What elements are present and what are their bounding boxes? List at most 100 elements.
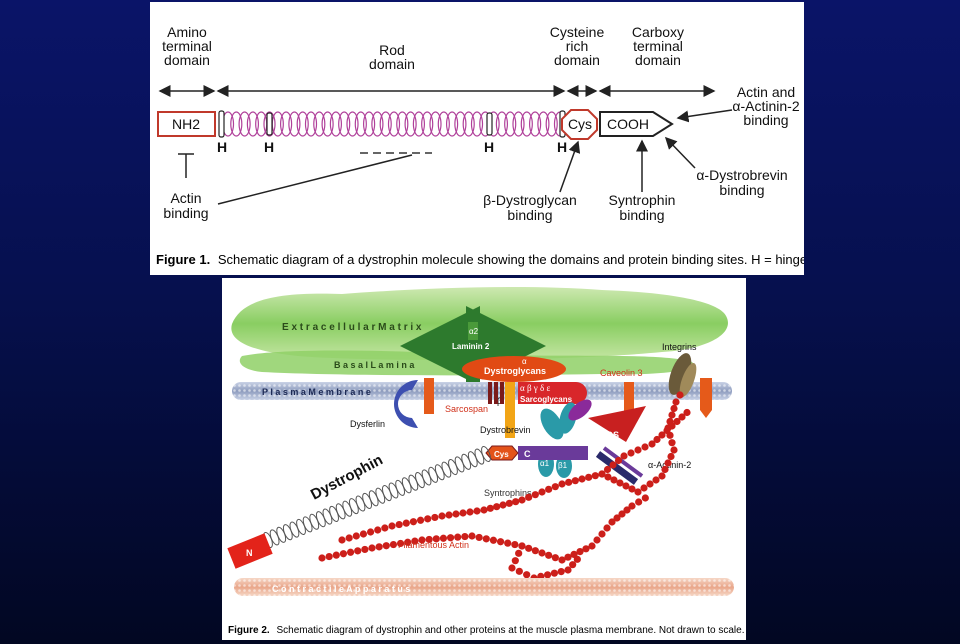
svg-text:Dysferlin: Dysferlin	[350, 419, 385, 429]
actin-bead	[325, 552, 333, 561]
actin-bead	[445, 511, 453, 519]
nh2-box: NH2	[157, 111, 216, 137]
svg-text:P l a s m a M e m b r a n e: P l a s m a M e m b r a n e	[262, 387, 371, 397]
actin-bead	[550, 569, 558, 577]
actin-bead	[354, 547, 362, 555]
dystroglycan-binding-arrow	[559, 140, 581, 193]
actin-bead	[496, 538, 505, 546]
actin-bead	[346, 548, 355, 556]
actin-bead	[557, 568, 565, 576]
actin-bead	[610, 476, 618, 484]
actin-bead	[683, 408, 691, 417]
rod-coil-loop	[288, 111, 301, 137]
figure-1-diagram: Amino terminal domain Rod domain Cystein…	[156, 24, 804, 267]
actin-bead	[452, 510, 460, 518]
svg-text:α-Dystrobrevin: α-Dystrobrevin	[696, 167, 787, 183]
actin-bead	[585, 473, 593, 481]
svg-text:domain: domain	[554, 52, 600, 68]
svg-text:domain: domain	[635, 52, 681, 68]
actin-bead	[582, 545, 590, 553]
actin-bead	[508, 564, 516, 572]
actin-bead	[518, 542, 526, 550]
svg-text:H: H	[557, 139, 567, 155]
actin-bead	[658, 431, 666, 439]
syntrophin-cluster: α1 β1 Syntrophins	[484, 399, 592, 498]
rod-coil-loop	[387, 111, 401, 137]
actin-bead	[551, 483, 559, 491]
dystrophin-c-terminal: C Cys	[485, 445, 588, 461]
actin-bead	[505, 499, 513, 507]
actin-bead	[431, 513, 439, 522]
nnos: nNOS	[588, 406, 646, 442]
rod-coil-loop	[429, 111, 442, 137]
actin-bead	[635, 498, 643, 506]
svg-text:H: H	[484, 139, 494, 155]
svg-text:terminal: terminal	[162, 38, 212, 54]
actin-bead	[523, 571, 531, 579]
rod-coil-loop	[296, 111, 309, 137]
cooh-box: COOH	[599, 111, 674, 137]
rod-coil-loop	[446, 111, 459, 137]
svg-text:nNOS: nNOS	[594, 430, 619, 440]
rod-coil-loop	[280, 111, 293, 137]
actin-bead	[608, 518, 616, 526]
svg-text:Sarcoglycans: Sarcoglycans	[520, 395, 573, 404]
actin-bead	[531, 547, 539, 555]
actin-bead	[461, 532, 469, 541]
alpha-dystroglycan: α Dystroglycans	[462, 356, 566, 382]
actinin-binding-arrow	[676, 109, 733, 123]
actin-bead	[652, 476, 660, 484]
cysteine-domain-heading: Cysteine rich domain	[550, 24, 605, 68]
dysferlin: Dysferlin	[350, 380, 418, 429]
figure-2-panel: E x t r a c e l l u l a r M a t r i x B …	[222, 278, 746, 640]
svg-text:H: H	[217, 139, 227, 155]
actin-bead	[576, 548, 584, 556]
rod-coil-loop	[529, 111, 542, 137]
actin-bead	[432, 535, 440, 543]
actin-bead	[409, 518, 418, 526]
actin-bead	[667, 452, 675, 461]
actin-bead	[338, 536, 346, 544]
actin-bead	[641, 443, 649, 451]
actin-bead	[396, 539, 405, 548]
svg-text:β1: β1	[558, 461, 568, 470]
actin-bead	[424, 515, 432, 523]
svg-text:binding: binding	[743, 112, 788, 128]
svg-text:terminal: terminal	[633, 38, 683, 54]
actin-bead	[648, 440, 656, 448]
svg-text:Carboxy: Carboxy	[632, 24, 684, 40]
actin-bead	[564, 553, 572, 561]
actin-bead	[634, 488, 642, 496]
actin-bead	[518, 496, 526, 504]
dystrobrevin-binding-arrow	[664, 136, 696, 169]
rod-coil-loop	[421, 111, 434, 137]
dystrophin-n-terminal: N	[227, 533, 273, 569]
actin-bead	[411, 537, 419, 545]
actin-bead	[640, 484, 648, 492]
dystrobrevin-binding-label: α-Dystrobrevin binding	[696, 167, 787, 198]
actin-bead	[578, 475, 586, 483]
actin-bead	[551, 554, 559, 562]
actin-bead	[545, 485, 553, 493]
actin-bead	[668, 411, 676, 419]
actin-bead	[402, 519, 410, 527]
svg-text:N: N	[246, 548, 253, 558]
actin-bead	[604, 473, 612, 481]
actin-bead	[614, 456, 623, 465]
actin-bead	[381, 524, 389, 532]
actin-bead	[499, 501, 507, 509]
rod-coil-loop	[396, 111, 409, 137]
actin-bead	[511, 557, 519, 565]
actin-bead	[668, 422, 676, 430]
cys-octagon: Cys	[561, 109, 598, 140]
figure-2-caption: Figure 2. Schematic diagram of dystrophi…	[228, 625, 744, 636]
rod-coil-loop	[304, 111, 318, 137]
svg-text:C: C	[524, 449, 531, 459]
svg-text:E x t r a c e l l u l a r M: E x t r a c e l l u l a r M a t r i x	[282, 322, 422, 333]
rod-coil-loop	[321, 111, 334, 137]
actin-bead	[480, 506, 488, 514]
rod-coil-loop	[495, 111, 508, 137]
rod-coil-loop	[512, 111, 525, 137]
actin-bead	[482, 535, 490, 543]
figure-1-panel: Amino terminal domain Rod domain Cystein…	[150, 2, 804, 275]
